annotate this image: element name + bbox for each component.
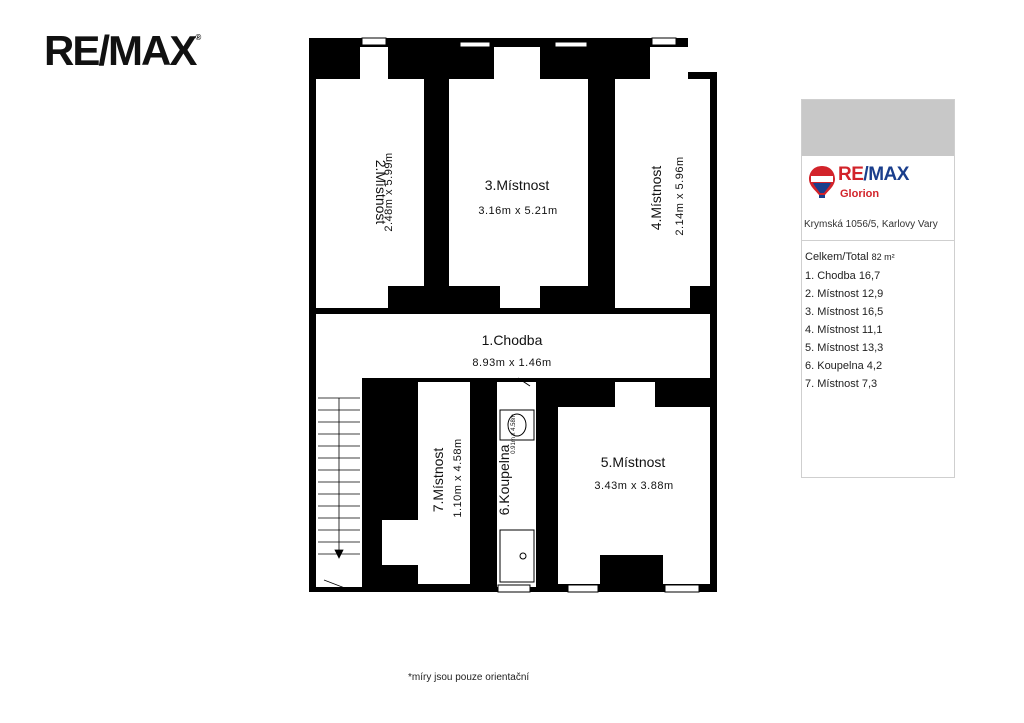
- room-list: 1. Chodba 16,7 2. Místnost 12,9 3. Místn…: [802, 267, 954, 393]
- list-item: 4. Místnost 11,1: [805, 324, 883, 336]
- office-name: Glorion: [840, 188, 880, 200]
- list-item: 1. Chodba 16,7: [805, 270, 881, 282]
- room-5-dims: 3.43m x 3.88m: [594, 480, 673, 492]
- total-label: Celkem/Total: [805, 251, 869, 263]
- room-2-name: 2.Místnost: [373, 160, 389, 225]
- room-4-name: 4.Místnost: [648, 166, 664, 231]
- office-brand: RE/MAX Glorion: [802, 156, 954, 218]
- room-1-name: 1.Chodba: [482, 332, 543, 348]
- room-3-dims: 3.16m x 5.21m: [478, 205, 557, 217]
- room-labels: 1.Chodba 8.93m x 1.46m 2.Místnost 2.48m …: [373, 152, 686, 517]
- doors: [363, 310, 687, 381]
- total-value: 82 m²: [871, 252, 895, 262]
- room-5-name: 5.Místnost: [601, 454, 666, 470]
- room-2-dims: 2.48m x 5.99m: [383, 152, 395, 231]
- list-item: 2. Místnost 12,9: [805, 288, 884, 300]
- room-6-name: 6.Koupelna: [496, 444, 512, 515]
- list-item: 3. Místnost 16,5: [805, 306, 884, 318]
- photo-placeholder: [802, 100, 954, 156]
- info-panel: RE/MAX Glorion Krymská 1056/5, Karlovy V…: [801, 99, 955, 478]
- room-6-dims: 0.91m x 4.58m: [511, 414, 517, 454]
- staircase: [318, 397, 360, 591]
- list-item: 5. Místnost 13,3: [805, 342, 884, 354]
- list-item: 6. Koupelna 4,2: [805, 360, 883, 372]
- windows: [361, 37, 700, 593]
- room-4-dims: 2.14m x 5.96m: [674, 156, 686, 235]
- room-1-dims: 8.93m x 1.46m: [472, 357, 551, 369]
- panel-logo: RE/MAX: [838, 164, 909, 185]
- balloon-logo-icon: [809, 166, 835, 198]
- room-7-name: 7.Místnost: [430, 448, 446, 513]
- address: Krymská 1056/5, Karlovy Vary: [802, 218, 954, 241]
- room-7-dims: 1.10m x 4.58m: [452, 438, 464, 517]
- footnote: *míry jsou pouze orientační: [408, 672, 530, 683]
- bathroom-fixtures: [499, 377, 535, 583]
- remax-logo: RE/MAX®: [44, 27, 202, 74]
- room-interiors: [316, 47, 710, 587]
- room-3-name: 3.Místnost: [485, 177, 550, 193]
- list-item: 7. Místnost 7,3: [805, 378, 878, 390]
- total-area: Celkem/Total 82 m²: [802, 241, 954, 263]
